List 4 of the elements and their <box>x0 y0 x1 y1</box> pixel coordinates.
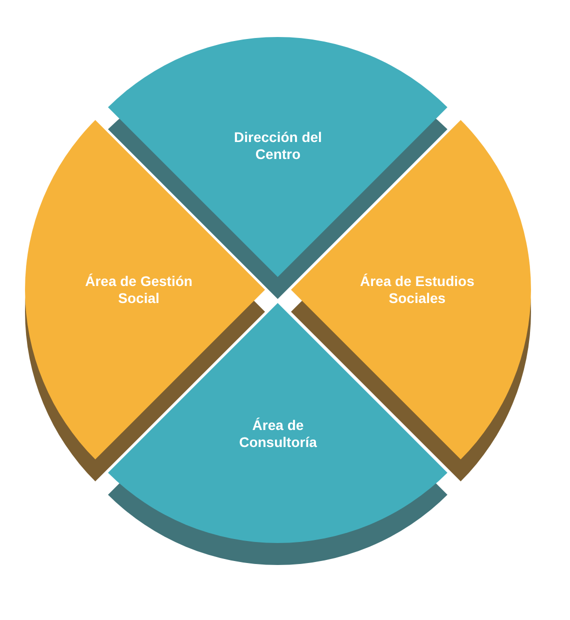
sector-label: Dirección del Centro <box>233 128 323 163</box>
sector-label: Área de Consultoría <box>238 416 318 451</box>
sector-label: Área de Gestión Social <box>84 272 194 307</box>
sector-label: Área de Estudios Sociales <box>359 272 476 307</box>
